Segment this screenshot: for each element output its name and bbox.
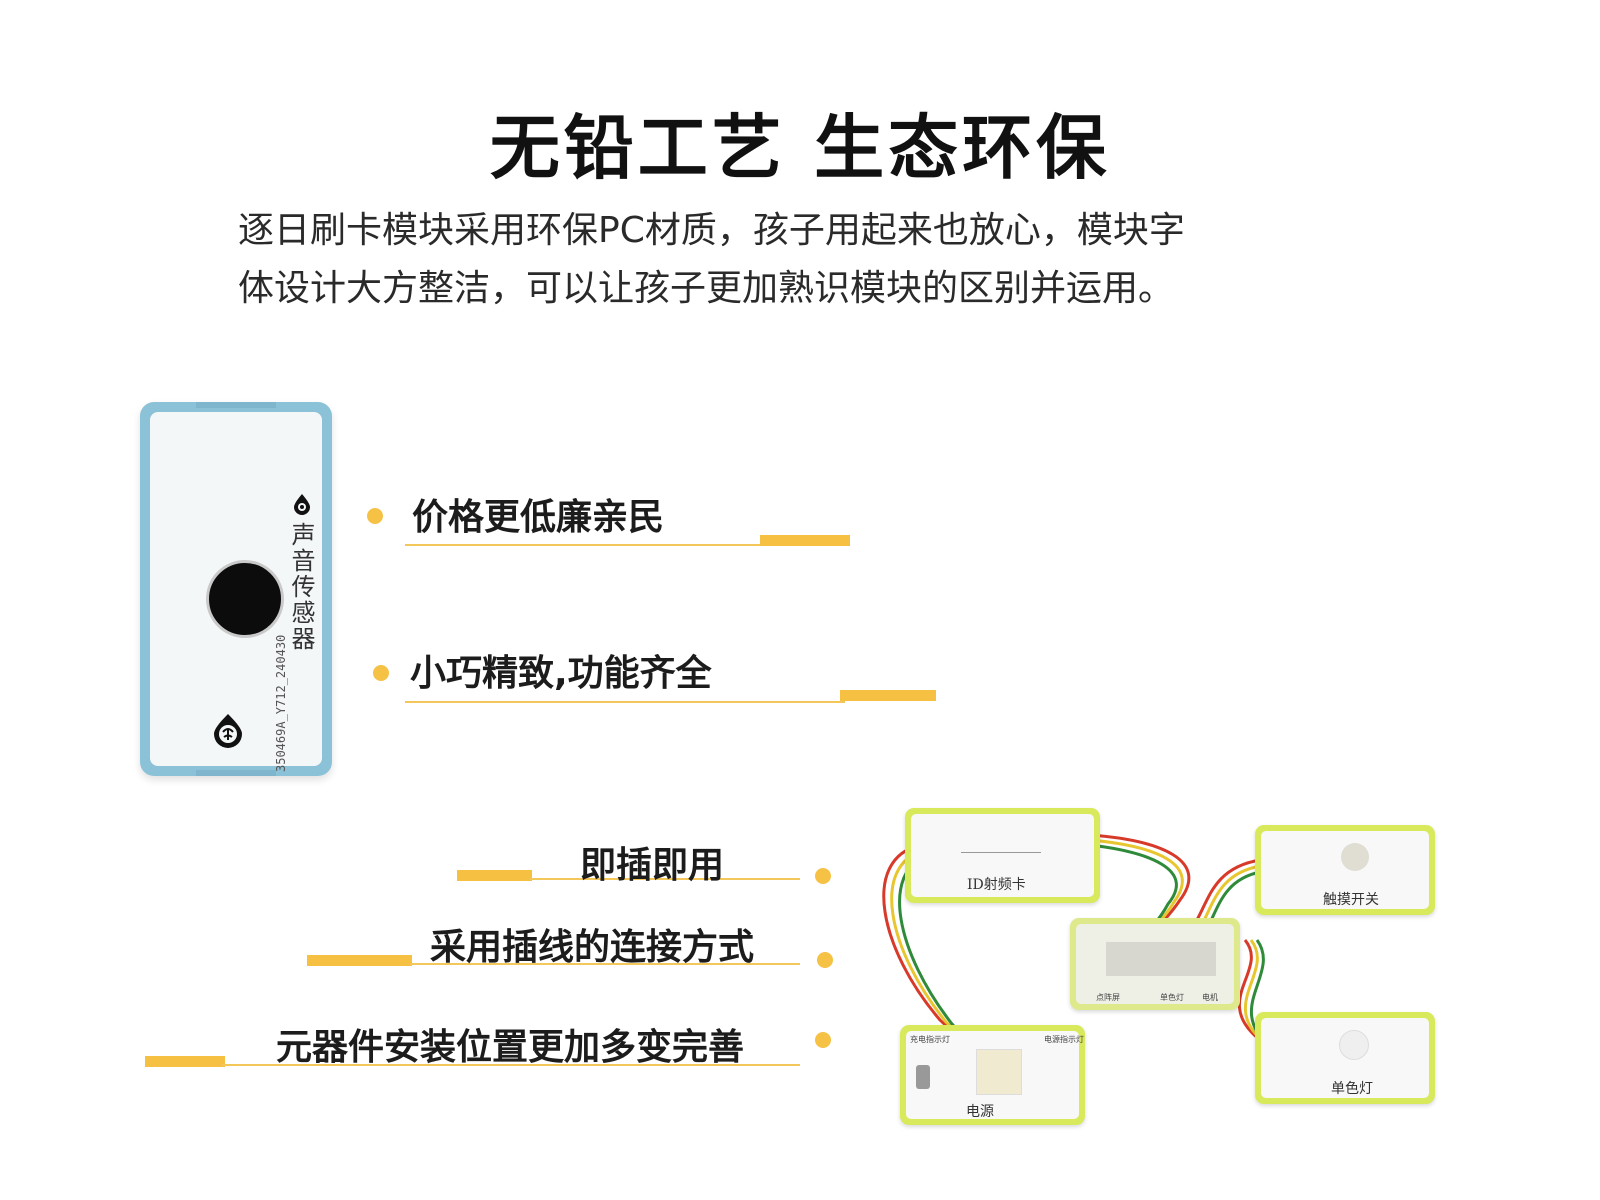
microphone-icon: [206, 560, 284, 638]
id-card-antenna: [961, 852, 1041, 853]
power-label: 电源: [966, 1104, 994, 1120]
controller-label-lattice: 点阵屏: [1096, 993, 1120, 1002]
page-title: 无铅工艺 生态环保: [489, 107, 1111, 189]
power-charge-light: 充电指示灯: [910, 1035, 950, 1044]
intro-paragraph: 逐日刷卡模块采用环保PC材质，孩子用起来也放心，模块字 体设计大方整洁，可以让孩…: [238, 202, 1368, 318]
sensor-name: 声音传感器: [287, 522, 315, 652]
feature-1-label: 价格更低廉亲民: [412, 497, 665, 538]
feature-2-label: 小巧精致,功能齐全: [410, 653, 712, 694]
sensor-drop-icon: [294, 494, 310, 515]
feature-1-accent-bar: [760, 535, 850, 546]
controller-board: 点阵屏 单色灯 电机: [1070, 918, 1240, 1010]
controller-label-motor: 电机: [1202, 993, 1218, 1002]
touch-pad: [1341, 843, 1369, 871]
feature-3-underline: [530, 878, 800, 880]
intro-line-1: 逐日刷卡模块采用环保PC材质，孩子用起来也放心，模块字: [238, 210, 1185, 251]
single-light-label: 单色灯: [1331, 1081, 1373, 1097]
intro-line-2: 体设计大方整洁，可以让孩子更加熟识模块的区别并运用。: [238, 268, 1175, 309]
feature-1-underline: [405, 544, 765, 546]
controller-label-single: 单色灯: [1160, 993, 1184, 1002]
sensor-code: 350469A_Y712_240430: [274, 634, 288, 772]
sensor-face: 声音传感器 350469A_Y712_240430: [150, 412, 322, 772]
sound-sensor-module: 声音传感器 350469A_Y712_240430: [140, 402, 332, 776]
power-switch: [976, 1049, 1022, 1095]
feature-5-dot: [815, 1032, 831, 1048]
feature-5-accent-bar: [145, 1056, 225, 1067]
power-module: 充电指示灯 电源指示灯 电源: [900, 1025, 1085, 1125]
feature-5-underline: [222, 1064, 800, 1066]
feature-2-accent-bar: [840, 690, 936, 701]
feature-3-label: 即插即用: [580, 845, 725, 886]
feature-4-dot: [817, 952, 833, 968]
sensor-tab-bottom: [196, 770, 276, 776]
feature-3-accent-bar: [457, 870, 532, 881]
module-kit-photo: ID射频卡 触摸开关 点阵屏 单色灯 电机 充电指示灯 电源指示灯 电源: [880, 800, 1480, 1150]
feature-3-dot: [815, 868, 831, 884]
feature-1-dot: [367, 508, 383, 524]
power-indicator-light: 电源指示灯: [1044, 1035, 1084, 1044]
feature-5-label: 元器件安装位置更加多变完善: [276, 1027, 745, 1068]
feature-2-underline: [405, 701, 845, 703]
feature-4-label: 采用插线的连接方式: [430, 927, 755, 968]
feature-4-underline: [410, 963, 800, 965]
feature-2-dot: [373, 665, 389, 681]
sensor-ear-icon: [214, 714, 242, 748]
led-lens: [1339, 1030, 1369, 1060]
id-card-label: ID射频卡: [967, 877, 1026, 893]
single-light-module: 单色灯: [1255, 1012, 1435, 1104]
controller-connectors: [1106, 942, 1216, 976]
usb-c-port: [916, 1065, 930, 1089]
id-card-module: ID射频卡: [905, 808, 1100, 903]
touch-switch-label: 触摸开关: [1323, 892, 1379, 908]
feature-4-accent-bar: [307, 955, 412, 966]
sensor-tab-top: [196, 402, 276, 408]
touch-switch-module: 触摸开关: [1255, 825, 1435, 915]
